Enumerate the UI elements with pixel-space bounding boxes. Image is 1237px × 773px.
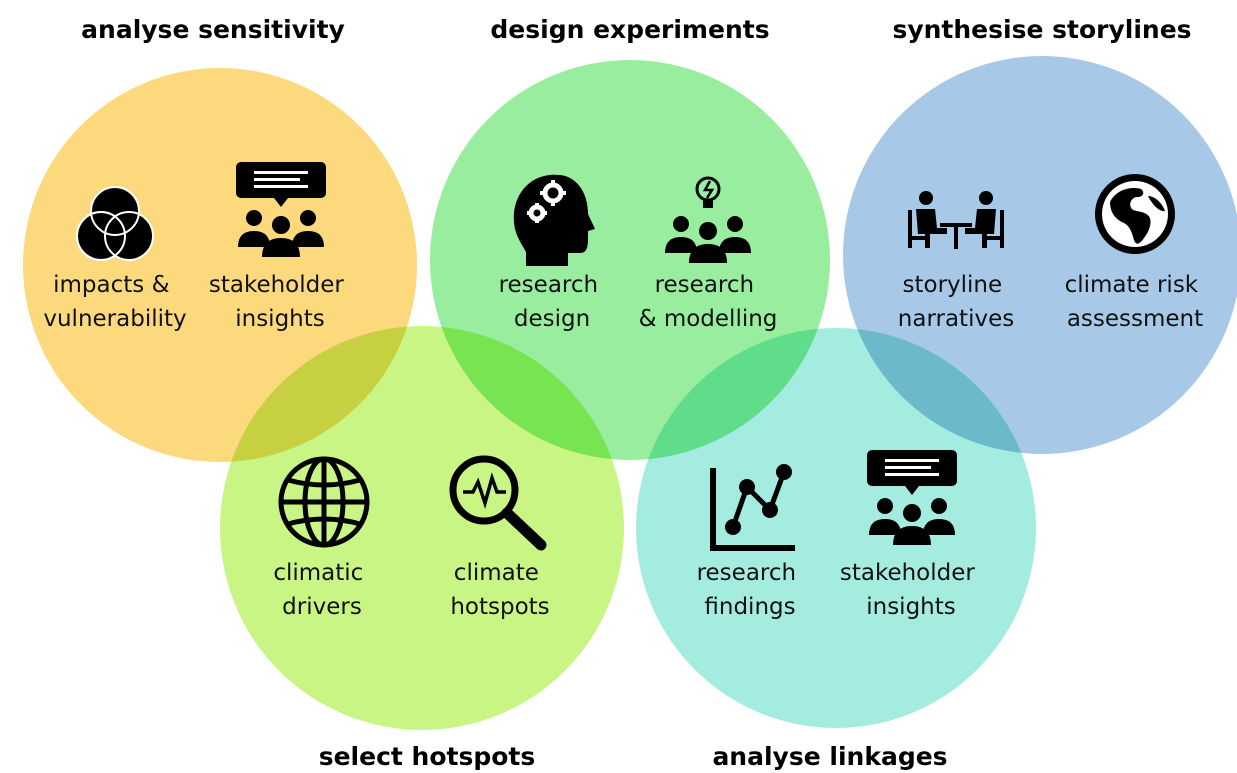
stakeholder-insights-label: stakeholder insights (840, 560, 982, 620)
venn-diagram-icon (76, 186, 154, 261)
analyse-sensitivity-title: analyse sensitivity (81, 15, 345, 44)
select-hotspots-title: select hotspots (319, 742, 536, 771)
climate-hotspots-label: climate hotspots (450, 560, 549, 620)
research-findings-label: research findings (697, 560, 804, 620)
select-hotspots-circle (220, 326, 624, 730)
analyse-linkages-circle (636, 328, 1036, 728)
climatic-drivers-label: climatic drivers (273, 560, 370, 620)
magnifier-pulse-icon (449, 455, 547, 551)
line-graph-icon (710, 464, 795, 551)
team-lightbulb-icon (665, 176, 751, 263)
climate-risk-assessment-label: climate risk assessment (1065, 272, 1206, 332)
analyse-linkages-title: analyse linkages (712, 742, 947, 771)
impacts-vulnerability-label: impacts & vulnerability (43, 272, 186, 332)
research-design-label: research design (499, 272, 606, 332)
design-experiments-title: design experiments (490, 15, 769, 44)
people-at-table-icon (908, 191, 1004, 249)
stakeholder-insights-label: stakeholder insights (209, 272, 351, 332)
globe-grid-icon (278, 456, 370, 548)
globe-earth-icon (1095, 174, 1175, 254)
head-gears-icon (513, 174, 595, 266)
research-modelling-label: research & modelling (639, 272, 778, 332)
synthesise-storylines-title: synthesise storylines (892, 15, 1191, 44)
synthesise-storylines-circle (843, 56, 1237, 454)
storyline-narratives-label: storyline narratives (898, 272, 1014, 332)
